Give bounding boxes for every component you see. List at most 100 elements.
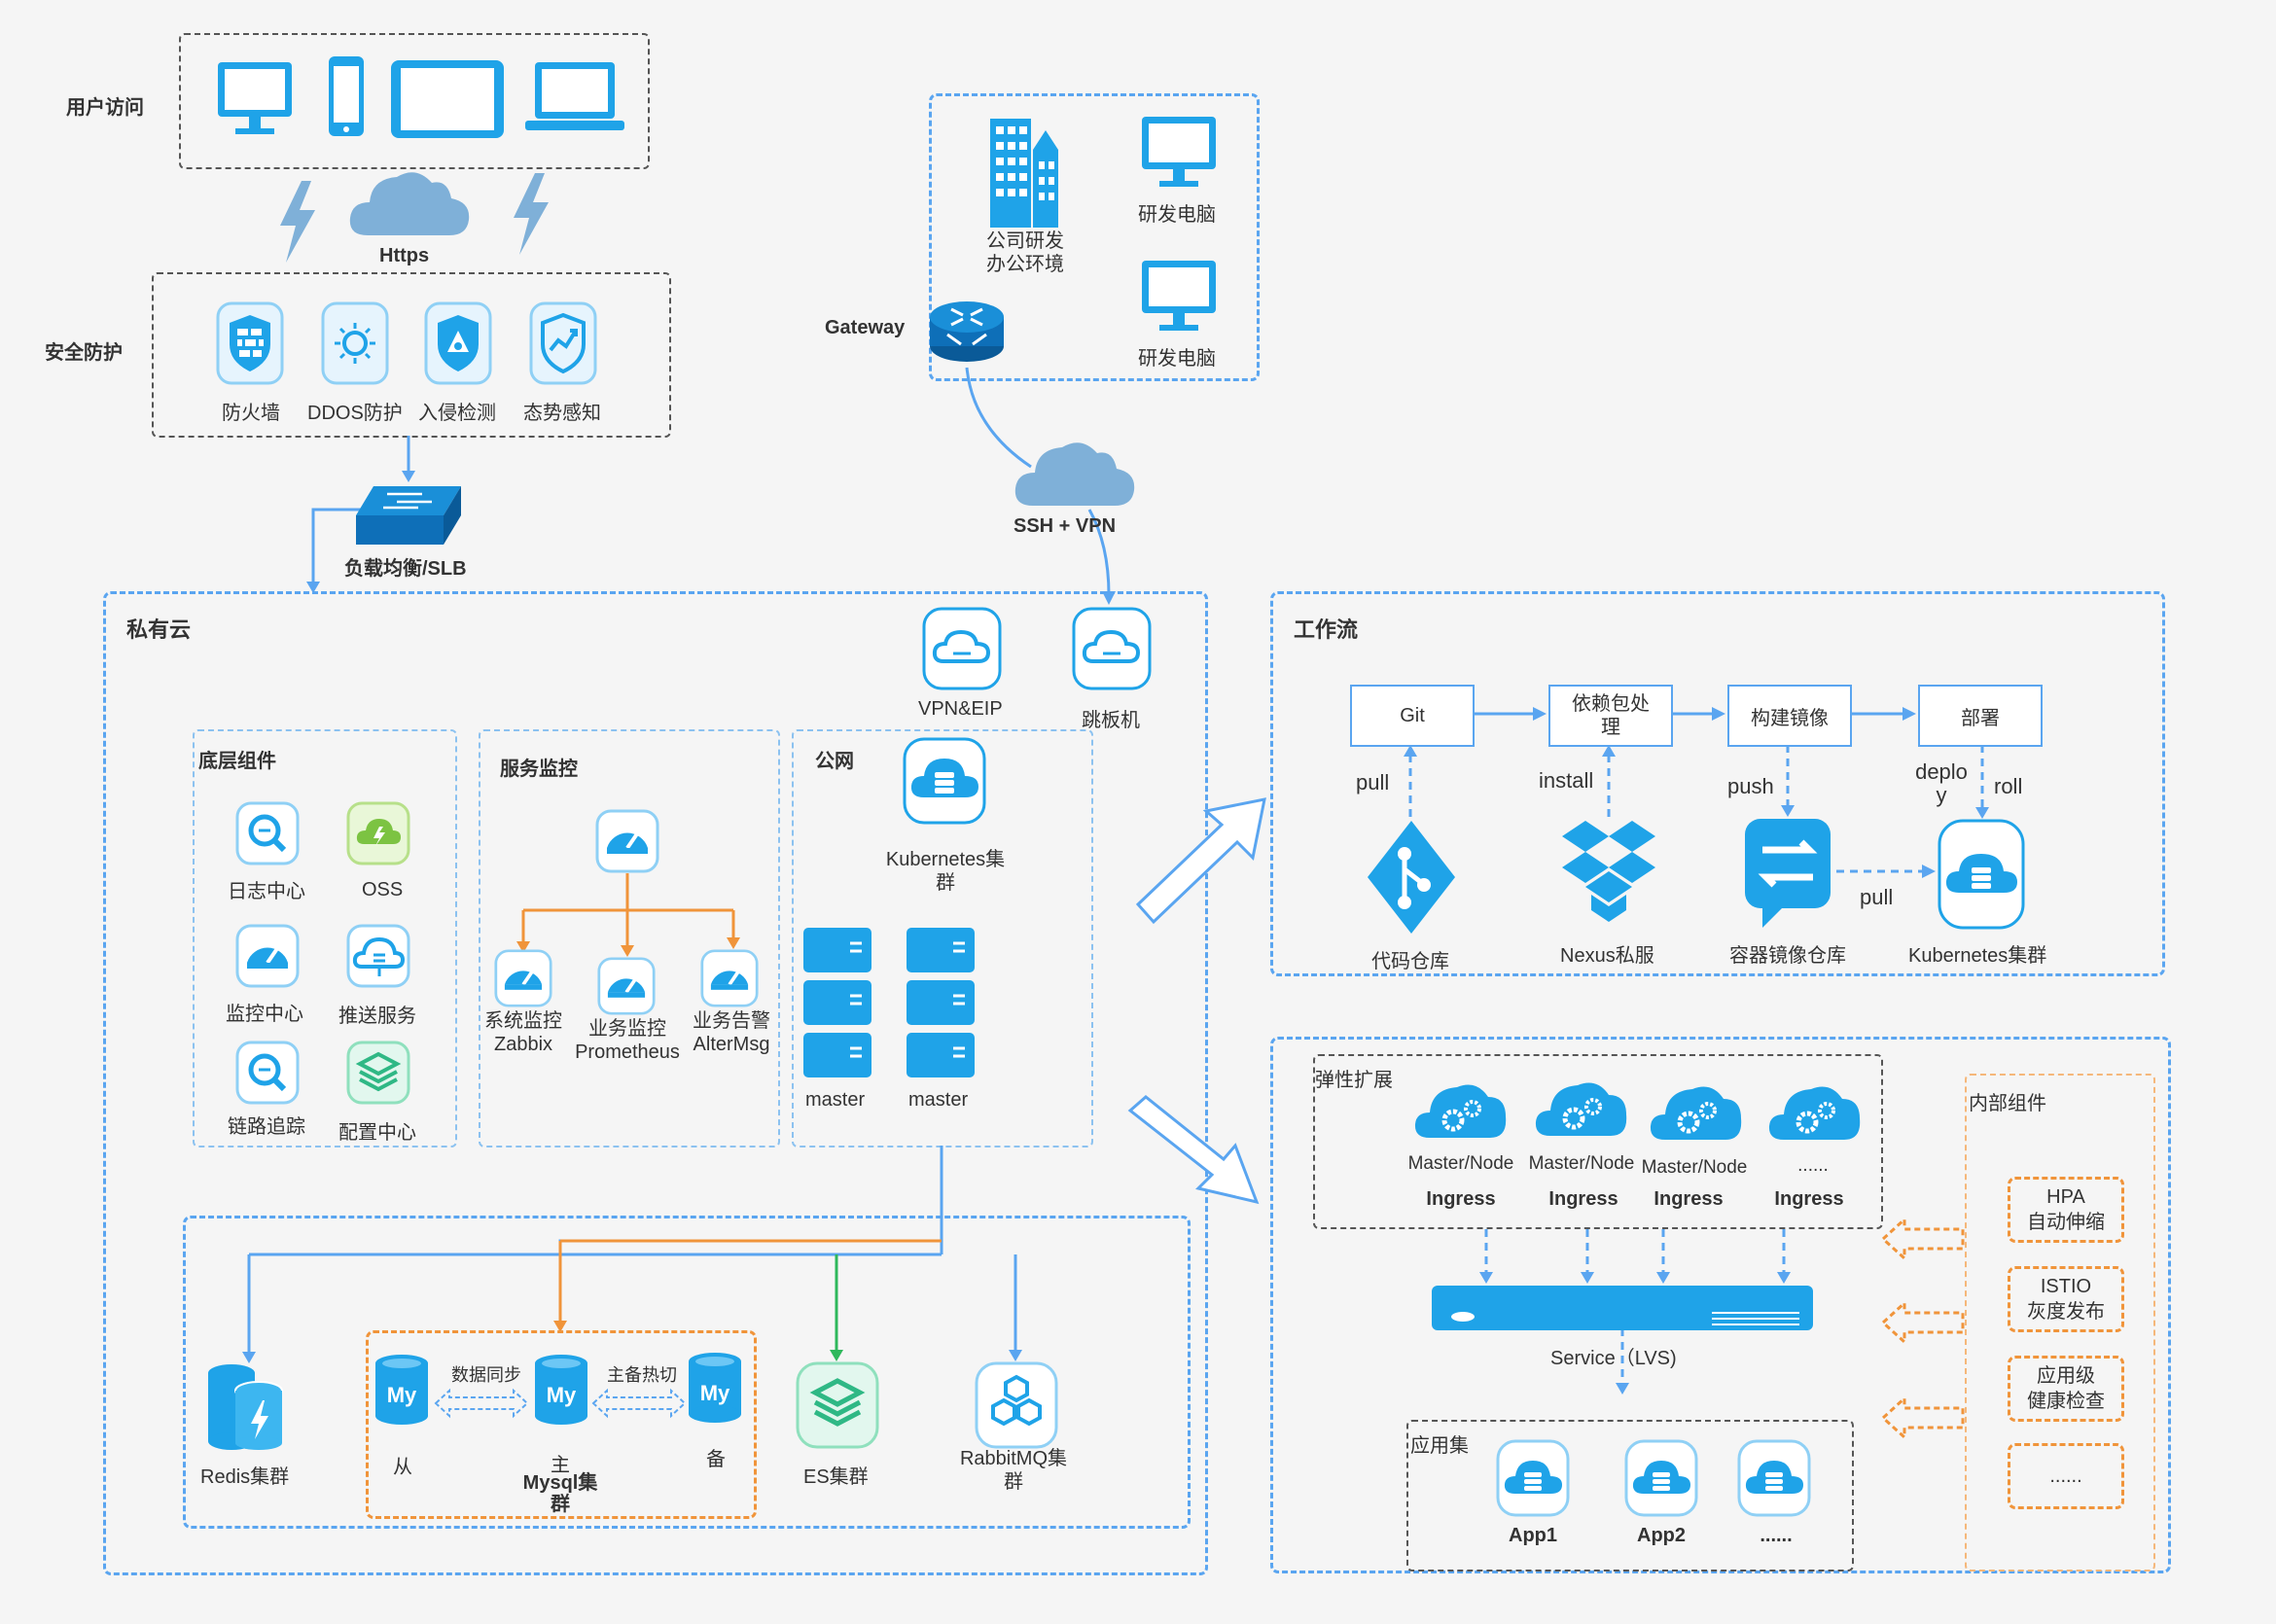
office-building-icon — [990, 119, 1058, 228]
container-registry-label: 容器镜像仓库 — [1729, 945, 1846, 967]
server-rack-icon — [803, 928, 871, 1077]
base-components-title: 底层组件 — [198, 751, 276, 772]
push-label: push — [1727, 774, 1774, 798]
ddos-shield-icon — [321, 301, 389, 385]
situation-awareness-icon — [529, 301, 597, 385]
rabbitmq-label: RabbitMQ集群 — [959, 1448, 1068, 1493]
pull-label: pull — [1356, 770, 1390, 794]
mysql-slave-label: 从 — [393, 1457, 412, 1478]
push-service-icon — [346, 924, 410, 988]
gateway-router-icon — [930, 301, 1004, 362]
workflow-box — [1270, 591, 2165, 976]
redis-label: Redis集群 — [200, 1466, 290, 1488]
mysql-db-icon: My — [375, 1355, 428, 1425]
ssh-vpn-label: SSH + VPN — [1014, 515, 1117, 537]
cloud-gear-icon — [1414, 1084, 1507, 1138]
mobile-phone-icon — [329, 56, 364, 136]
public-net-title: 公网 — [815, 751, 854, 772]
laptop-icon — [525, 62, 624, 130]
firewall-icon — [216, 301, 284, 385]
workflow-title: 工作流 — [1294, 618, 1359, 642]
monitor-root-icon — [595, 809, 659, 873]
oss-label: OSS — [362, 879, 404, 900]
log-center-icon — [235, 801, 300, 865]
load-balancer-switch-icon — [356, 486, 461, 545]
cloud-icon — [1014, 442, 1135, 506]
service-lvs-icon — [1432, 1286, 1813, 1330]
private-cloud-box — [103, 591, 1208, 1575]
container-registry-icon — [1745, 819, 1831, 928]
config-center-label: 配置中心 — [338, 1122, 416, 1144]
k8s-box — [1270, 1037, 2171, 1573]
private-cloud-title: 私有云 — [126, 618, 192, 642]
mysql-backup-label: 备 — [706, 1449, 726, 1470]
node-label: Master/Node — [1407, 1153, 1514, 1174]
code-repo-label: 代码仓库 — [1371, 951, 1449, 972]
data-sync-label: 数据同步 — [451, 1365, 521, 1385]
mysql-db-icon: My — [535, 1355, 587, 1425]
desktop-monitor-icon — [218, 62, 292, 134]
flow-arrow-icon — [1135, 797, 1266, 925]
zabbix-icon — [494, 949, 552, 1007]
intrusion-label: 入侵检测 — [418, 403, 496, 424]
master-label: master — [805, 1089, 866, 1111]
orange-left-arrow-icon — [1880, 1216, 1965, 1262]
slb-label: 负载均衡/SLB — [344, 558, 467, 580]
user-access-title: 用户访问 — [66, 97, 144, 119]
awareness-label: 态势感知 — [523, 403, 601, 424]
office-box — [929, 93, 1260, 381]
dev-pc-label: 研发电脑 — [1138, 348, 1216, 370]
apps-title: 应用集 — [1410, 1435, 1469, 1457]
cloud-gear-icon — [1535, 1082, 1627, 1136]
roll-label: roll — [1994, 774, 2023, 798]
elastic-scaling-box — [1313, 1054, 1883, 1229]
altermsg-icon — [700, 949, 759, 1007]
trace-icon — [235, 1041, 300, 1105]
office-env-label: 公司研发办公环境 — [986, 230, 1064, 275]
lightning-icon — [514, 173, 549, 255]
node-label: Master/Node — [1641, 1157, 1748, 1178]
app-label: App1 — [1509, 1525, 1557, 1546]
git-repo-icon — [1368, 821, 1455, 934]
mysql-cluster-label: Mysql集群 — [522, 1472, 598, 1515]
bidirectional-arrow-icon — [434, 1388, 529, 1419]
orange-left-arrow-icon — [1880, 1395, 1965, 1441]
lightning-icon — [280, 181, 315, 263]
node-label: Master/Node — [1528, 1153, 1635, 1174]
user-access-box — [179, 33, 650, 169]
internal-components-box — [1965, 1074, 2155, 1571]
security-title: 安全防护 — [45, 342, 123, 364]
apps-box — [1406, 1420, 1854, 1571]
failover-label: 主备热切 — [607, 1365, 677, 1385]
flow-arrow-icon — [1127, 1095, 1260, 1205]
ddos-label: DDOS防护 — [307, 403, 403, 424]
log-center-label: 日志中心 — [228, 881, 305, 902]
elastic-scaling-title: 弹性扩展 — [1315, 1070, 1393, 1091]
intrusion-detection-icon — [424, 301, 492, 385]
svg-text:My: My — [700, 1381, 730, 1405]
firewall-label: 防火墙 — [222, 403, 280, 424]
jump-server-cloud-icon — [1072, 607, 1152, 690]
flow-step-deploy: 部署 — [1918, 685, 2043, 747]
es-cluster-icon — [796, 1361, 879, 1449]
app-cloud-icon — [1737, 1439, 1811, 1517]
nexus-box-icon — [1562, 821, 1655, 922]
https-label: Https — [379, 245, 430, 266]
mysql-main-label: 主 — [551, 1455, 570, 1476]
ingress-label: Ingress — [1774, 1188, 1844, 1210]
nexus-label: Nexus私服 — [1560, 945, 1654, 967]
pull-label: pull — [1860, 885, 1894, 909]
monitor-center-label: 监控中心 — [226, 1004, 303, 1025]
redis-db-icon — [208, 1364, 283, 1450]
rabbitmq-icon — [975, 1361, 1058, 1449]
prometheus-icon — [597, 957, 656, 1015]
